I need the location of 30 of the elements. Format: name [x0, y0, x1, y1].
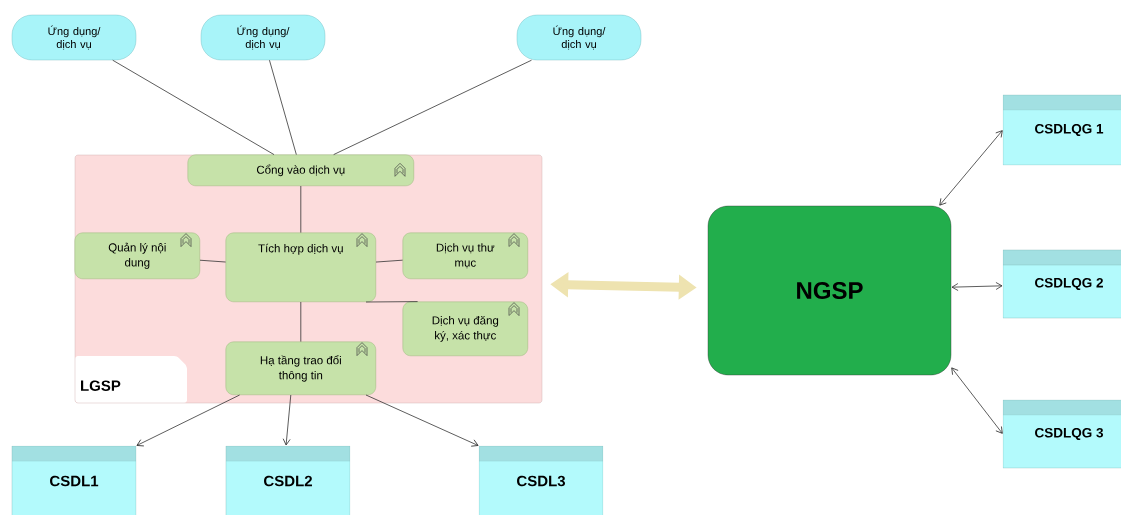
connector-line	[375, 259, 403, 263]
connector-line	[269, 59, 297, 155]
connector-line	[365, 301, 418, 303]
database-box: CSDL2	[225, 445, 351, 515]
arrow	[282, 394, 292, 446]
component-box: Tích hợp dịch vụ	[225, 232, 376, 302]
component-box: Hạ tầng trao đổi thông tin	[225, 341, 376, 395]
database-box: CSDLQG 2	[1002, 249, 1121, 319]
arrow	[951, 282, 1003, 291]
connector-line	[300, 301, 302, 342]
database-box: CSDL3	[478, 445, 604, 515]
connector-line	[112, 59, 275, 155]
connector-line	[300, 185, 302, 233]
arrow	[951, 367, 1003, 434]
database-box: CSDLQG 1	[1002, 94, 1121, 166]
application-pill: Ứng dụng/ dịch vụ	[200, 14, 326, 61]
arrow	[939, 130, 1003, 206]
ngsp-box: NGSP	[707, 205, 952, 376]
application-pill: Ứng dụng/ dịch vụ	[11, 14, 137, 61]
connector-line	[333, 59, 532, 155]
arrow	[365, 394, 479, 447]
component-box: Quản lý nội dung	[74, 232, 200, 279]
component-box: Dịch vụ đăng ký, xác thực	[402, 301, 528, 356]
database-box: CSDLQG 3	[1002, 399, 1121, 469]
application-pill: Ứng dụng/ dịch vụ	[516, 14, 642, 61]
arrow	[136, 394, 240, 447]
component-box: Cổng vào dịch vụ	[187, 154, 414, 186]
connector-line	[199, 259, 226, 263]
database-box: CSDL1	[11, 445, 137, 515]
component-box: Dịch vụ thư mục	[402, 232, 528, 279]
